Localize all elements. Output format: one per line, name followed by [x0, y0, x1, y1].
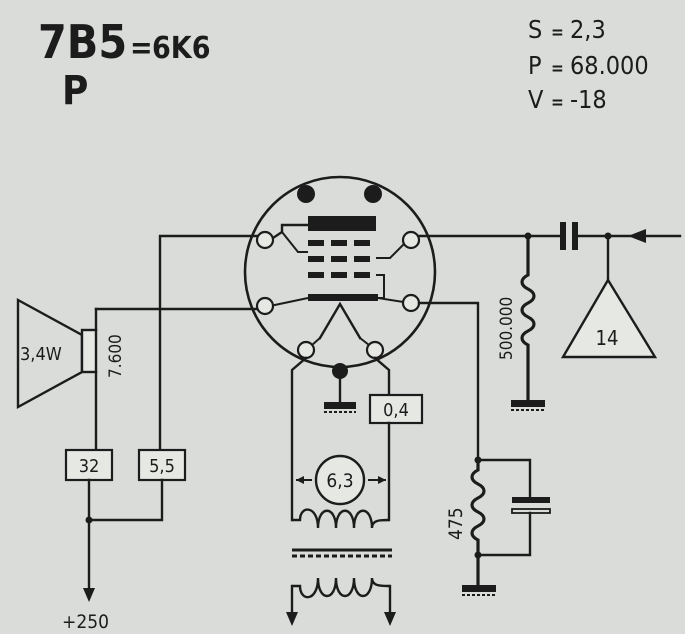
heater-circuit: 0,4 6,3 [286, 356, 424, 626]
resistor-32-label: 32 [79, 456, 100, 477]
vacuum-tube [243, 175, 437, 369]
grid-ground [511, 400, 545, 407]
bias-capacitor-plate [512, 497, 550, 503]
resistor-32-box [64, 448, 114, 482]
bias-circuit: 475 [417, 301, 551, 596]
tube-code: 7B5 [38, 15, 127, 69]
param-p-value: 68.000 [570, 51, 649, 80]
input-arrow [628, 229, 646, 243]
tube-pin-cathode [401, 293, 421, 313]
tube-filament [318, 301, 362, 340]
param-s-sep: = [551, 23, 564, 43]
header: 7B5 = 6K6 P S = 2,3 P = 68.000 V = -18 [38, 15, 649, 114]
coupling-capacitor-plate-1 [560, 222, 566, 250]
supply-arrow [83, 588, 95, 602]
param-v-sep: = [551, 93, 564, 113]
param-v-value: -18 [570, 85, 607, 114]
bias-ground [462, 585, 496, 592]
param-s-value: 2,3 [570, 15, 606, 44]
param-p-key: P [528, 51, 542, 80]
equals-sign: = [130, 31, 153, 66]
tube-key-pin-left [297, 185, 315, 203]
transformer-primary-coil [292, 577, 391, 599]
supply-resistors: 32 5,5 +250 [62, 448, 187, 633]
tube-pin-plate [255, 230, 275, 250]
param-v-key: V [528, 85, 544, 114]
output-transformer-label: 7.600 [106, 334, 126, 378]
grid-internal-lead [376, 239, 409, 259]
subtitle: P [62, 68, 88, 114]
cathode-resistor-label: 0,4 [383, 400, 409, 421]
cathode-resistor-box [368, 393, 424, 425]
tube-ground [324, 363, 356, 413]
tube-pin-screen [255, 296, 275, 316]
plate-internal-lead [268, 223, 310, 242]
resistor-5-5-label: 5,5 [149, 456, 175, 477]
transformer-secondary-coil [292, 508, 390, 529]
input-stage-label: 14 [596, 326, 619, 350]
supply-voltage-label: +250 [62, 611, 109, 633]
suppressor-grid [308, 272, 370, 278]
screen-grid [308, 240, 370, 246]
speaker-coil [80, 328, 98, 374]
tube-key-pin-right [364, 185, 382, 203]
param-s-key: S [528, 15, 542, 44]
resistor-5-5-box [137, 448, 187, 482]
tube-cathode [308, 294, 378, 301]
control-grid [308, 256, 370, 262]
grid-resistor [520, 236, 536, 400]
grid-circuit: 500.000 14 [417, 222, 682, 411]
speaker: 3,4W 7.600 [16, 297, 126, 410]
bias-resistor [470, 460, 486, 585]
param-p-sep: = [551, 59, 564, 79]
input-stage-triangle [560, 277, 658, 359]
equivalent-tube: 6K6 [152, 31, 210, 66]
ground-symbol [324, 402, 356, 409]
bias-resistor-label: 475 [445, 507, 467, 540]
speaker-power-label: 3,4W [20, 344, 62, 365]
coupling-capacitor-plate-2 [572, 222, 578, 250]
plate-circuit [94, 234, 259, 457]
heater-voltage-label: 6,3 [326, 470, 353, 492]
heater-voltage-circle [314, 454, 366, 506]
grid-resistor-label: 500.000 [497, 297, 517, 360]
tube-plate [308, 216, 376, 231]
tube-pin-grid [401, 230, 421, 250]
